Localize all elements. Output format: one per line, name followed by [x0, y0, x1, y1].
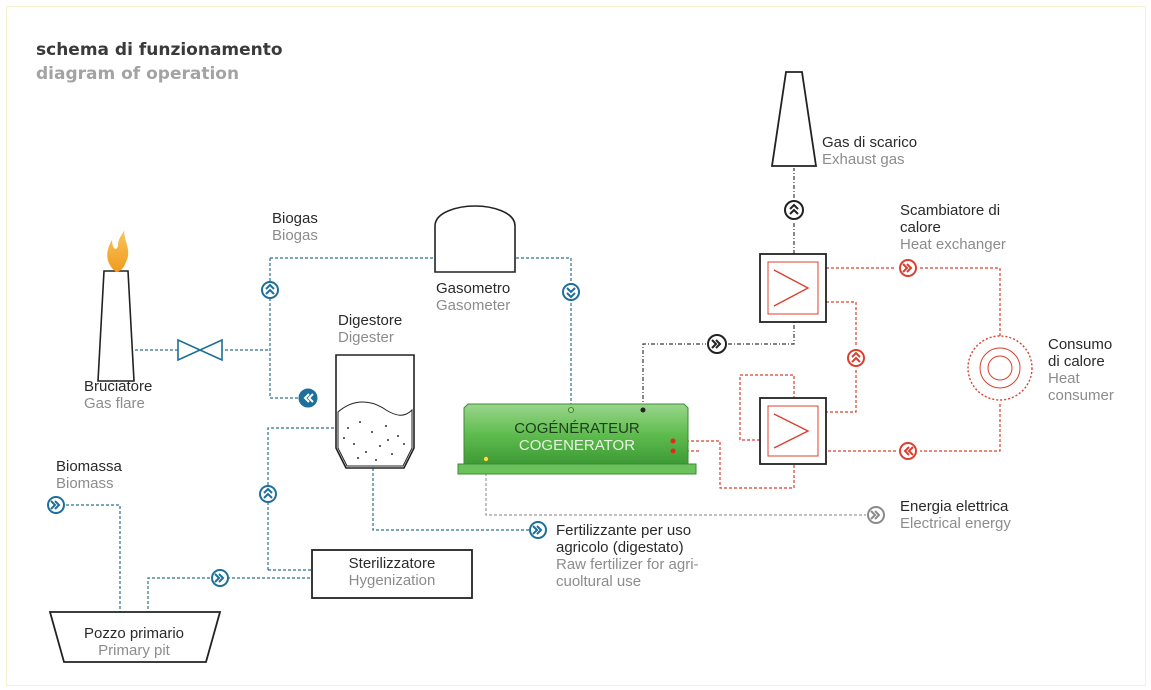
- double-chevron-circle-icon: [867, 506, 885, 524]
- double-chevron-circle-icon: [529, 521, 547, 539]
- double-chevron-circle-icon: [562, 283, 580, 301]
- biogas-lines: [62, 257, 572, 614]
- primary-pit: [48, 611, 222, 663]
- double-chevron-circle-icon: [261, 281, 279, 299]
- exhaust-gas-label: Gas di scarico Exhaust gas: [822, 134, 918, 168]
- double-chevron-circle-icon: [259, 485, 277, 503]
- double-chevron-circle-icon: [298, 388, 318, 408]
- biogas-label: Biogas Biogas: [272, 210, 318, 244]
- concentric-circle-icon: [967, 335, 1033, 401]
- fertilizer-label: Fertilizzante per uso agricolo (digestat…: [556, 522, 699, 590]
- diagram-subtitle: diagram of operation: [36, 64, 240, 84]
- double-chevron-circle-icon: [707, 334, 727, 354]
- double-chevron-circle-icon: [784, 200, 804, 220]
- gasometer: [434, 205, 516, 273]
- digester: [335, 354, 415, 469]
- hygenization-box: [311, 549, 473, 599]
- digester-particles: [343, 421, 405, 461]
- biomass-label: Biomassa Biomass: [56, 458, 122, 492]
- double-chevron-circle-icon: [899, 442, 917, 460]
- double-chevron-circle-icon: [847, 349, 865, 367]
- gasometer-label: Gasometro Gasometer: [436, 280, 511, 314]
- diagram-frame: [6, 6, 1146, 686]
- diagram-title: schema di funzionamento: [36, 40, 283, 60]
- cogenerator: [457, 403, 697, 475]
- electric-line: [485, 458, 866, 516]
- cogenerator-label: COGÉNÉRATEUR COGENERATOR: [514, 420, 640, 454]
- flare-stack: [97, 270, 135, 382]
- double-chevron-circle-icon: [899, 259, 917, 277]
- heat-lines: [676, 267, 1001, 489]
- heat-exchanger-upper: [759, 253, 827, 323]
- double-chevron-circle-icon: [47, 496, 65, 514]
- heat-exchanger-label: Scambiatore di calore Heat exchanger: [900, 202, 1006, 253]
- heat-exchanger-lower: [759, 397, 827, 465]
- primary-pit-label: Pozzo primario Primary pit: [83, 625, 185, 659]
- exhaust-stack: [770, 71, 818, 167]
- flame-icon: [107, 230, 129, 272]
- gas-flare-label: Bruciatore Gas flare: [84, 378, 153, 412]
- electrical-energy-label: Energia elettrica Electrical energy: [900, 498, 1011, 532]
- digester-label: Digestore Digester: [338, 312, 403, 346]
- exhaust-lines: [642, 168, 795, 408]
- bowtie-valve-icon: [177, 338, 223, 362]
- hygenization-label: Sterilizzatore Hygenization: [348, 555, 436, 589]
- heat-consumer-label: Consumo di calore Heat consumer: [1048, 336, 1114, 404]
- gas-flare: [97, 230, 135, 382]
- double-chevron-circle-icon: [211, 569, 229, 587]
